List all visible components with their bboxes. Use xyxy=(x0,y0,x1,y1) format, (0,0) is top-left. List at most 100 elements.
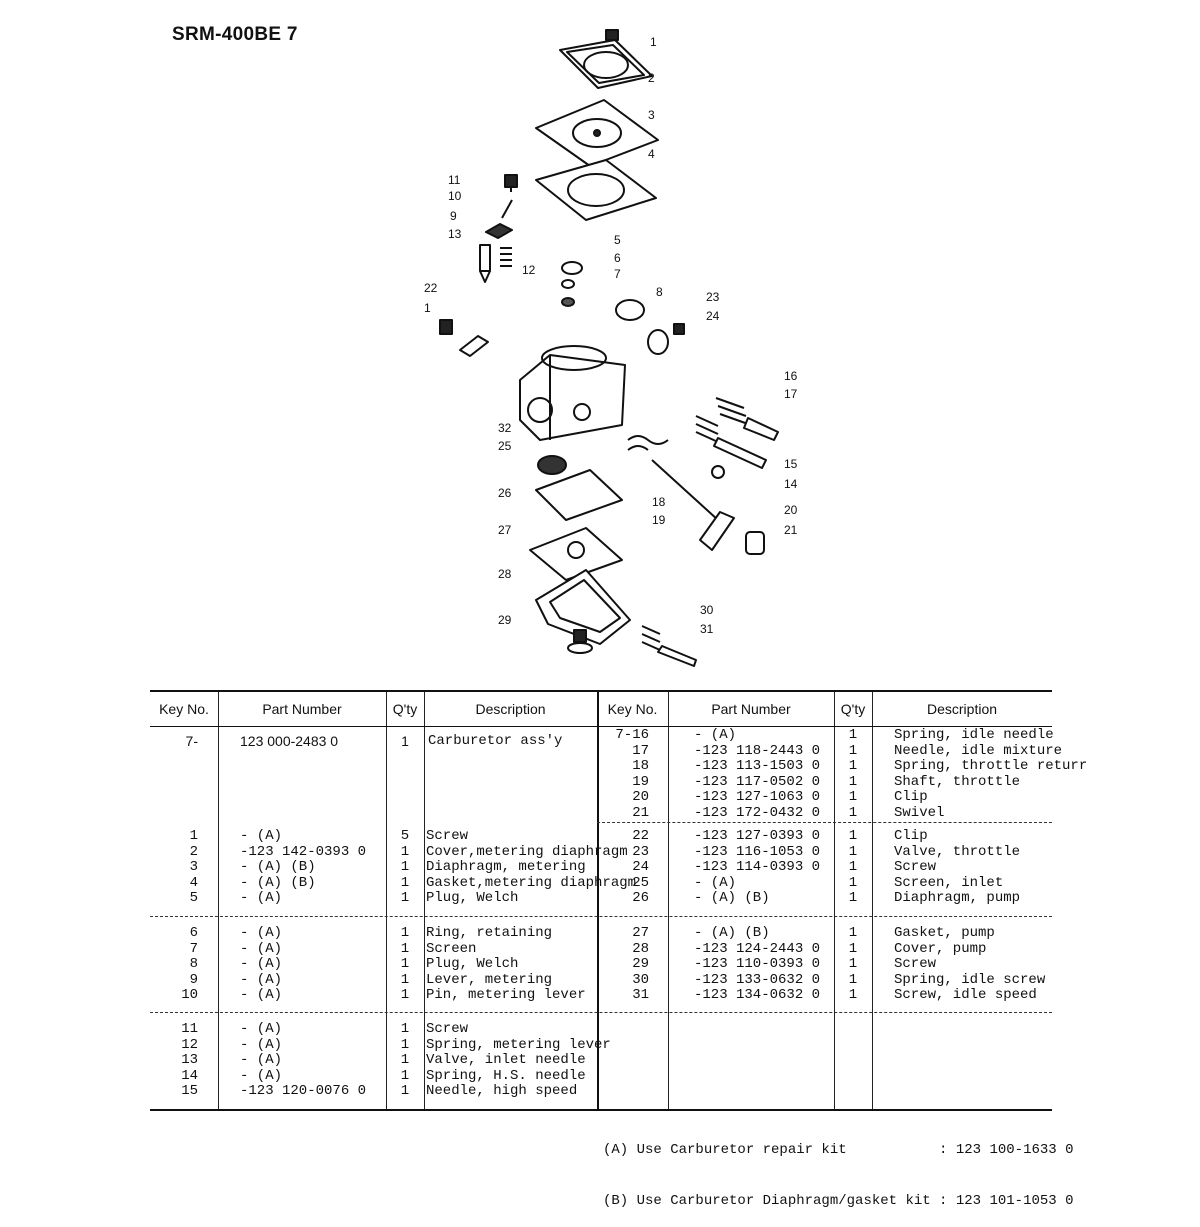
cell-desc: Spring, H.S. needle xyxy=(426,1067,586,1084)
cell-qty: 1 xyxy=(400,874,410,891)
cell-part: -123 114-0393 0 xyxy=(694,859,821,875)
callout-label: 29 xyxy=(498,613,512,627)
cell-key: 4 xyxy=(189,874,198,891)
cell-part: - (A) (B) xyxy=(694,925,770,941)
callout-label: 13 xyxy=(448,227,462,241)
callout-label: 25 xyxy=(498,439,512,453)
cell-part: -123 172-0432 0 xyxy=(694,804,821,821)
metering-cover-shape xyxy=(559,39,653,89)
cell-part: -123 120-0076 0 xyxy=(240,1083,367,1099)
cell-key: 5 xyxy=(189,890,198,906)
cell-desc: Spring, idle needle xyxy=(894,727,1054,743)
cell-key: 13 xyxy=(181,1052,198,1068)
cell-qty: 1 xyxy=(400,987,410,1003)
callout-label: 10 xyxy=(448,189,462,203)
callout-label: 32 xyxy=(498,421,512,435)
callout-label: 21 xyxy=(784,523,798,537)
cell-desc: Screen xyxy=(426,940,477,957)
parts-table: Key No. Part Number Q'ty Description Key… xyxy=(150,690,1087,1111)
callout-label: 12 xyxy=(522,263,536,277)
cell-desc: Carburetor ass'y xyxy=(428,733,563,749)
exploded-parts-diagram: 1234567891011121314151617181920212212324… xyxy=(424,29,798,667)
callout-label: 19 xyxy=(652,513,666,527)
cell-part: - (A) xyxy=(694,874,737,891)
cell-qty: 1 xyxy=(848,773,858,790)
cell-desc: Screw xyxy=(894,859,937,875)
cell-desc: Needle, idle mixture xyxy=(894,742,1063,759)
cell-desc: Screen, inlet xyxy=(894,874,1004,891)
callout-label: 30 xyxy=(700,603,714,617)
cell-part: - (A) xyxy=(240,971,283,988)
cell-desc: Gasket,metering diaphragm xyxy=(426,874,637,891)
cell-part: - (A) xyxy=(240,1052,283,1068)
callout-label: 1 xyxy=(424,301,431,315)
cell-qty: 1 xyxy=(848,758,858,774)
cell-qty: 1 xyxy=(400,956,410,972)
callout-label: 3 xyxy=(648,108,655,122)
callout-label: 18 xyxy=(652,495,666,509)
cell-qty: 1 xyxy=(848,874,858,891)
cell-key: 24 xyxy=(632,859,649,875)
callout-label: 8 xyxy=(656,285,663,299)
cell-desc: Spring, throttle returr xyxy=(894,758,1088,774)
cell-desc: Ring, retaining xyxy=(426,925,553,941)
cell-desc: Plug, Welch xyxy=(426,890,519,906)
cell-part: - (A) (B) xyxy=(240,874,316,891)
cell-qty: 1 xyxy=(848,925,858,941)
cell-key: 25 xyxy=(632,874,649,891)
cell-part: - (A) xyxy=(240,890,283,906)
cell-part: -123 113-1503 0 xyxy=(694,758,821,774)
header-qty-left: Q'ty xyxy=(392,701,418,717)
callout-label: 22 xyxy=(424,281,438,295)
cell-part: -123 133-0632 0 xyxy=(694,971,821,988)
cell-key: 10 xyxy=(181,987,198,1003)
cell-desc: Shaft, throttle xyxy=(894,773,1021,790)
cell-desc: Screw, idle speed xyxy=(894,987,1037,1003)
cell-key: 15 xyxy=(181,1083,198,1099)
cell-desc: Plug, Welch xyxy=(426,956,519,972)
cell-part: -123 134-0632 0 xyxy=(694,987,821,1003)
cell-part: -123 117-0502 0 xyxy=(694,773,821,790)
cell-part: - (A) (B) xyxy=(694,890,770,906)
callout-label: 1 xyxy=(650,35,657,49)
header-qty-right: Q'ty xyxy=(840,701,866,717)
cell-qty: 1 xyxy=(400,859,410,875)
callout-label: 11 xyxy=(448,173,461,187)
cell-key: 18 xyxy=(632,758,649,774)
cell-part: - (A) (B) xyxy=(240,859,316,875)
cell-part: -123 124-2443 0 xyxy=(694,940,821,957)
cell-part: -123 142-0393 0 xyxy=(240,843,367,860)
cell-part: - (A) xyxy=(240,828,283,844)
header-description-left: Description xyxy=(475,701,546,717)
kit-notes: (A) Use Carburetor repair kit : 123 100-… xyxy=(603,1108,1073,1227)
cell-qty: 1 xyxy=(400,1036,410,1053)
cell-qty: 1 xyxy=(400,1052,410,1068)
cell-desc: Spring, metering lever xyxy=(426,1036,611,1053)
cell-part: -123 127-0393 0 xyxy=(694,828,821,844)
cell-desc: Cover, pump xyxy=(894,940,987,957)
callout-label: 7 xyxy=(614,267,621,281)
cell-part: - (A) xyxy=(240,1021,283,1037)
cell-qty: 5 xyxy=(400,828,410,844)
cell-key: 31 xyxy=(632,987,649,1003)
cell-key: 20 xyxy=(632,789,649,805)
callout-label: 16 xyxy=(784,369,798,383)
cell-desc: Screw xyxy=(426,828,469,844)
cell-qty: 1 xyxy=(848,987,858,1003)
cell-desc: Diaphragm, metering xyxy=(426,859,586,875)
callout-label: 31 xyxy=(700,622,714,636)
cell-qty: 1 xyxy=(400,843,410,860)
cell-desc: Screw xyxy=(894,956,937,972)
cell-qty: 1 xyxy=(848,828,858,844)
callout-label: 28 xyxy=(498,567,512,581)
cell-desc: Clip xyxy=(894,828,928,844)
cell-key: 2 xyxy=(189,843,198,860)
cell-key: 27 xyxy=(632,925,649,941)
carburetor-body-shape xyxy=(519,345,626,441)
cell-part: - (A) xyxy=(240,987,283,1003)
callout-label: 2 xyxy=(648,71,655,85)
cell-desc: Screw xyxy=(426,1021,469,1037)
cell-part: - (A) xyxy=(240,1036,283,1053)
cell-qty: 1 xyxy=(848,940,858,957)
cell-part: - (A) xyxy=(240,1067,283,1084)
